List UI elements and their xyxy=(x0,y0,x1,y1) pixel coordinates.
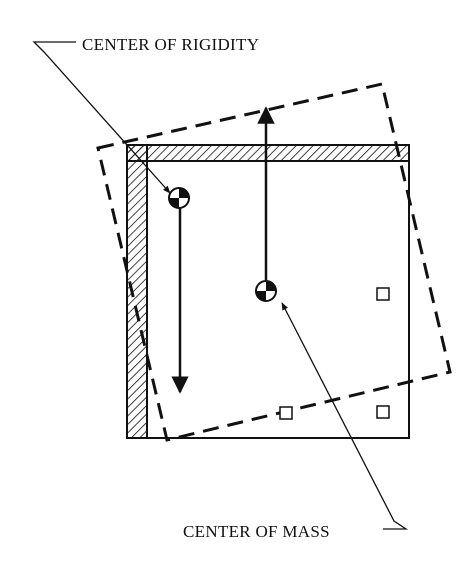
center-of-mass-icon xyxy=(255,280,277,302)
rigidity-leader-line xyxy=(32,41,171,194)
top-shear-wall xyxy=(126,144,410,162)
center-of-rigidity-icon xyxy=(168,187,190,209)
center-of-rigidity-label: CENTER OF RIGIDITY xyxy=(82,35,260,54)
mass-leader-line xyxy=(281,302,409,530)
center-of-mass-label: CENTER OF MASS xyxy=(183,522,330,541)
left-shear-wall xyxy=(126,144,148,439)
column-icon xyxy=(376,287,390,301)
column-icon xyxy=(376,405,390,419)
column-icon xyxy=(279,406,293,420)
rotated-plan-outline xyxy=(96,82,452,442)
